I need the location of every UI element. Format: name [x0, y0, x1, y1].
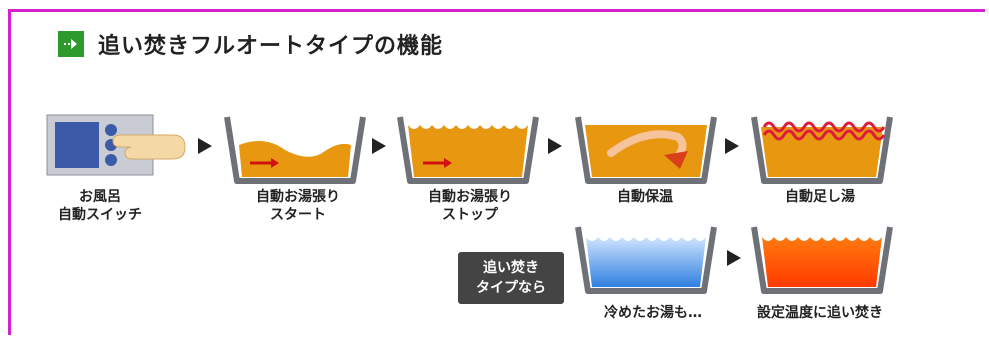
bottom-label-reheat: 設定温度に追い焚き	[757, 305, 883, 321]
section-arrow-icon	[58, 31, 84, 57]
flow-arrow-1	[198, 138, 212, 154]
step-label-fill-stop: 自動お湯張り ストップ	[428, 189, 512, 223]
tub-keep-warm	[575, 116, 717, 184]
tub-reheated	[751, 226, 893, 294]
flow-arrow-2	[372, 138, 386, 154]
step-label-fill-start: 自動お湯張り スタート	[256, 189, 340, 223]
step-label-auto-add: 自動足し湯	[785, 189, 855, 205]
page-title: 追い焚きフルオートタイプの機能	[98, 34, 444, 59]
content-frame	[8, 9, 985, 335]
bath-switch-icon	[46, 114, 186, 176]
step-label-switch: お風呂 自動スイッチ	[58, 189, 142, 223]
flow-arrow-3	[548, 138, 562, 154]
tub-filling-stop	[397, 116, 539, 184]
tub-cold-water	[575, 226, 717, 294]
flow-arrow-5	[727, 250, 741, 266]
flow-arrow-4	[725, 138, 739, 154]
step-label-keep-warm: 自動保温	[617, 189, 673, 205]
bottom-label-cold: 冷めたお湯も…	[604, 305, 702, 321]
section-header: 追い焚きフルオートタイプの機能	[58, 30, 444, 59]
tub-auto-add	[751, 116, 893, 184]
reheat-type-badge: 追い焚き タイプなら	[458, 252, 564, 304]
tub-filling-start	[224, 116, 366, 184]
